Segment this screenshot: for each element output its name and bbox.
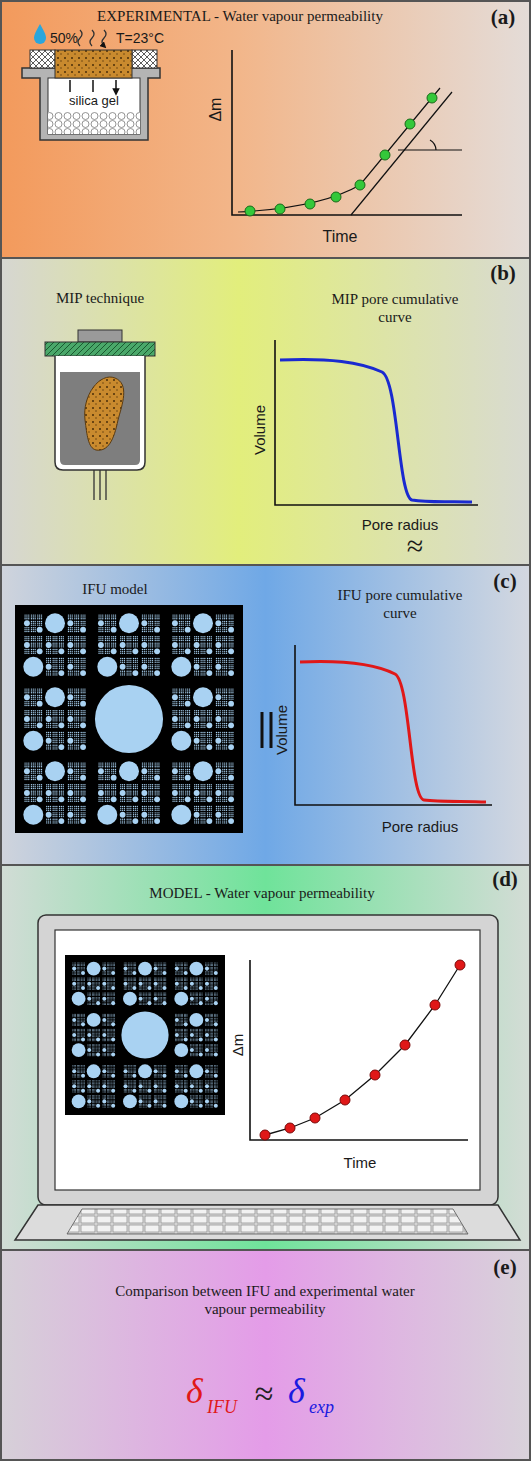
axis-label: Δm — [206, 98, 225, 122]
model-panel: MODEL - Water vapour permeability (d) ΔmTi… — [0, 865, 531, 1250]
axis-label: Volume — [251, 405, 269, 455]
panel-letter: (d) — [492, 867, 518, 892]
mass-gain-chart — [232, 50, 462, 216]
panel-title: Comparison between IFU and experimental … — [100, 1282, 430, 1318]
panel-title: IFU pore cumulative curve — [325, 586, 475, 622]
experimental-panel: EXPERIMENTAL - Water vapour permeability… — [0, 0, 531, 258]
axis-label: Time — [344, 1154, 377, 1172]
panel-letter: (e) — [493, 1255, 516, 1280]
panel-letter: (a) — [491, 5, 516, 30]
panel-title: IFU model — [82, 580, 147, 598]
formula-operator: ≈ — [255, 1374, 274, 1415]
ifu-curve-chart — [295, 645, 492, 805]
formula-subscript: exp — [309, 1397, 334, 1419]
ifu-fractal-model — [15, 605, 243, 833]
comparison-panel: Comparison between IFU and experimental … — [0, 1250, 531, 1461]
humidity-label: 50% — [50, 30, 78, 47]
equals-sign — [262, 712, 271, 748]
model-mass-chart — [250, 960, 468, 1140]
panel-letter: (c) — [493, 569, 516, 594]
axis-label: Δm — [229, 1034, 247, 1057]
approx-sign: ≈ — [407, 531, 423, 561]
axis-label: Time — [323, 227, 358, 246]
formula-symbol: δ — [288, 1370, 305, 1413]
panel-title: MIP technique — [56, 289, 144, 307]
formula-symbol: δ — [186, 1370, 203, 1413]
mip-panel: MIP technique MIP pore cumulative curve (b… — [0, 258, 531, 565]
axis-label: Pore radius — [382, 818, 459, 836]
laptop — [15, 915, 520, 1240]
mip-apparatus — [45, 330, 155, 500]
axis-label: Volume — [273, 705, 291, 755]
axis-label: Pore radius — [362, 516, 439, 534]
panel-title: EXPERIMENTAL - Water vapour permeability — [97, 7, 383, 25]
mip-curve-chart — [275, 340, 478, 505]
panel-title: MIP pore cumulative curve — [320, 290, 470, 326]
formula-subscript: IFU — [207, 1397, 237, 1419]
panel-letter: (b) — [490, 261, 516, 286]
part-label: silica gel — [69, 93, 119, 109]
panel-title: MODEL - Water vapour permeability — [149, 884, 374, 902]
temperature-label: T=23°C — [116, 30, 164, 47]
ifu-panel: IFU model IFU pore cumulative curve (c) Vol… — [0, 565, 531, 865]
ifu-fractal-model — [65, 955, 225, 1115]
